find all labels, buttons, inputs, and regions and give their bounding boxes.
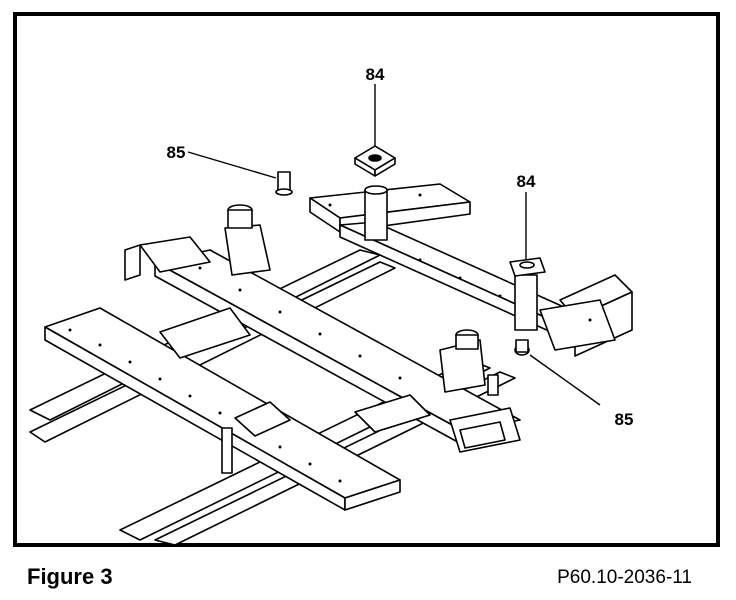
pin-85-left [275,171,293,196]
pin-85-right [514,339,530,356]
callout-85-left: 85 [167,143,186,162]
square-nut-84 [354,145,396,177]
post-84-top [364,185,388,241]
leader-lines [187,84,601,406]
support-right [439,329,486,393]
callout-84-right: 84 [517,172,536,191]
drawing-number: P60.10-2036-11 [557,567,692,588]
support-left [224,204,271,276]
post-84-right [509,257,546,331]
figure-border [13,12,720,547]
pin-front [221,374,499,474]
cross-plates [159,307,431,433]
callout-84-top: 84 [366,65,385,84]
front-beam [44,307,401,511]
middle-beam [124,236,521,453]
callout-85-right: 85 [615,410,634,429]
figure-drawing: 84 84 85 85 [13,12,720,547]
figure-caption: Figure 3 [27,564,113,589]
bolt-holes [68,193,592,483]
